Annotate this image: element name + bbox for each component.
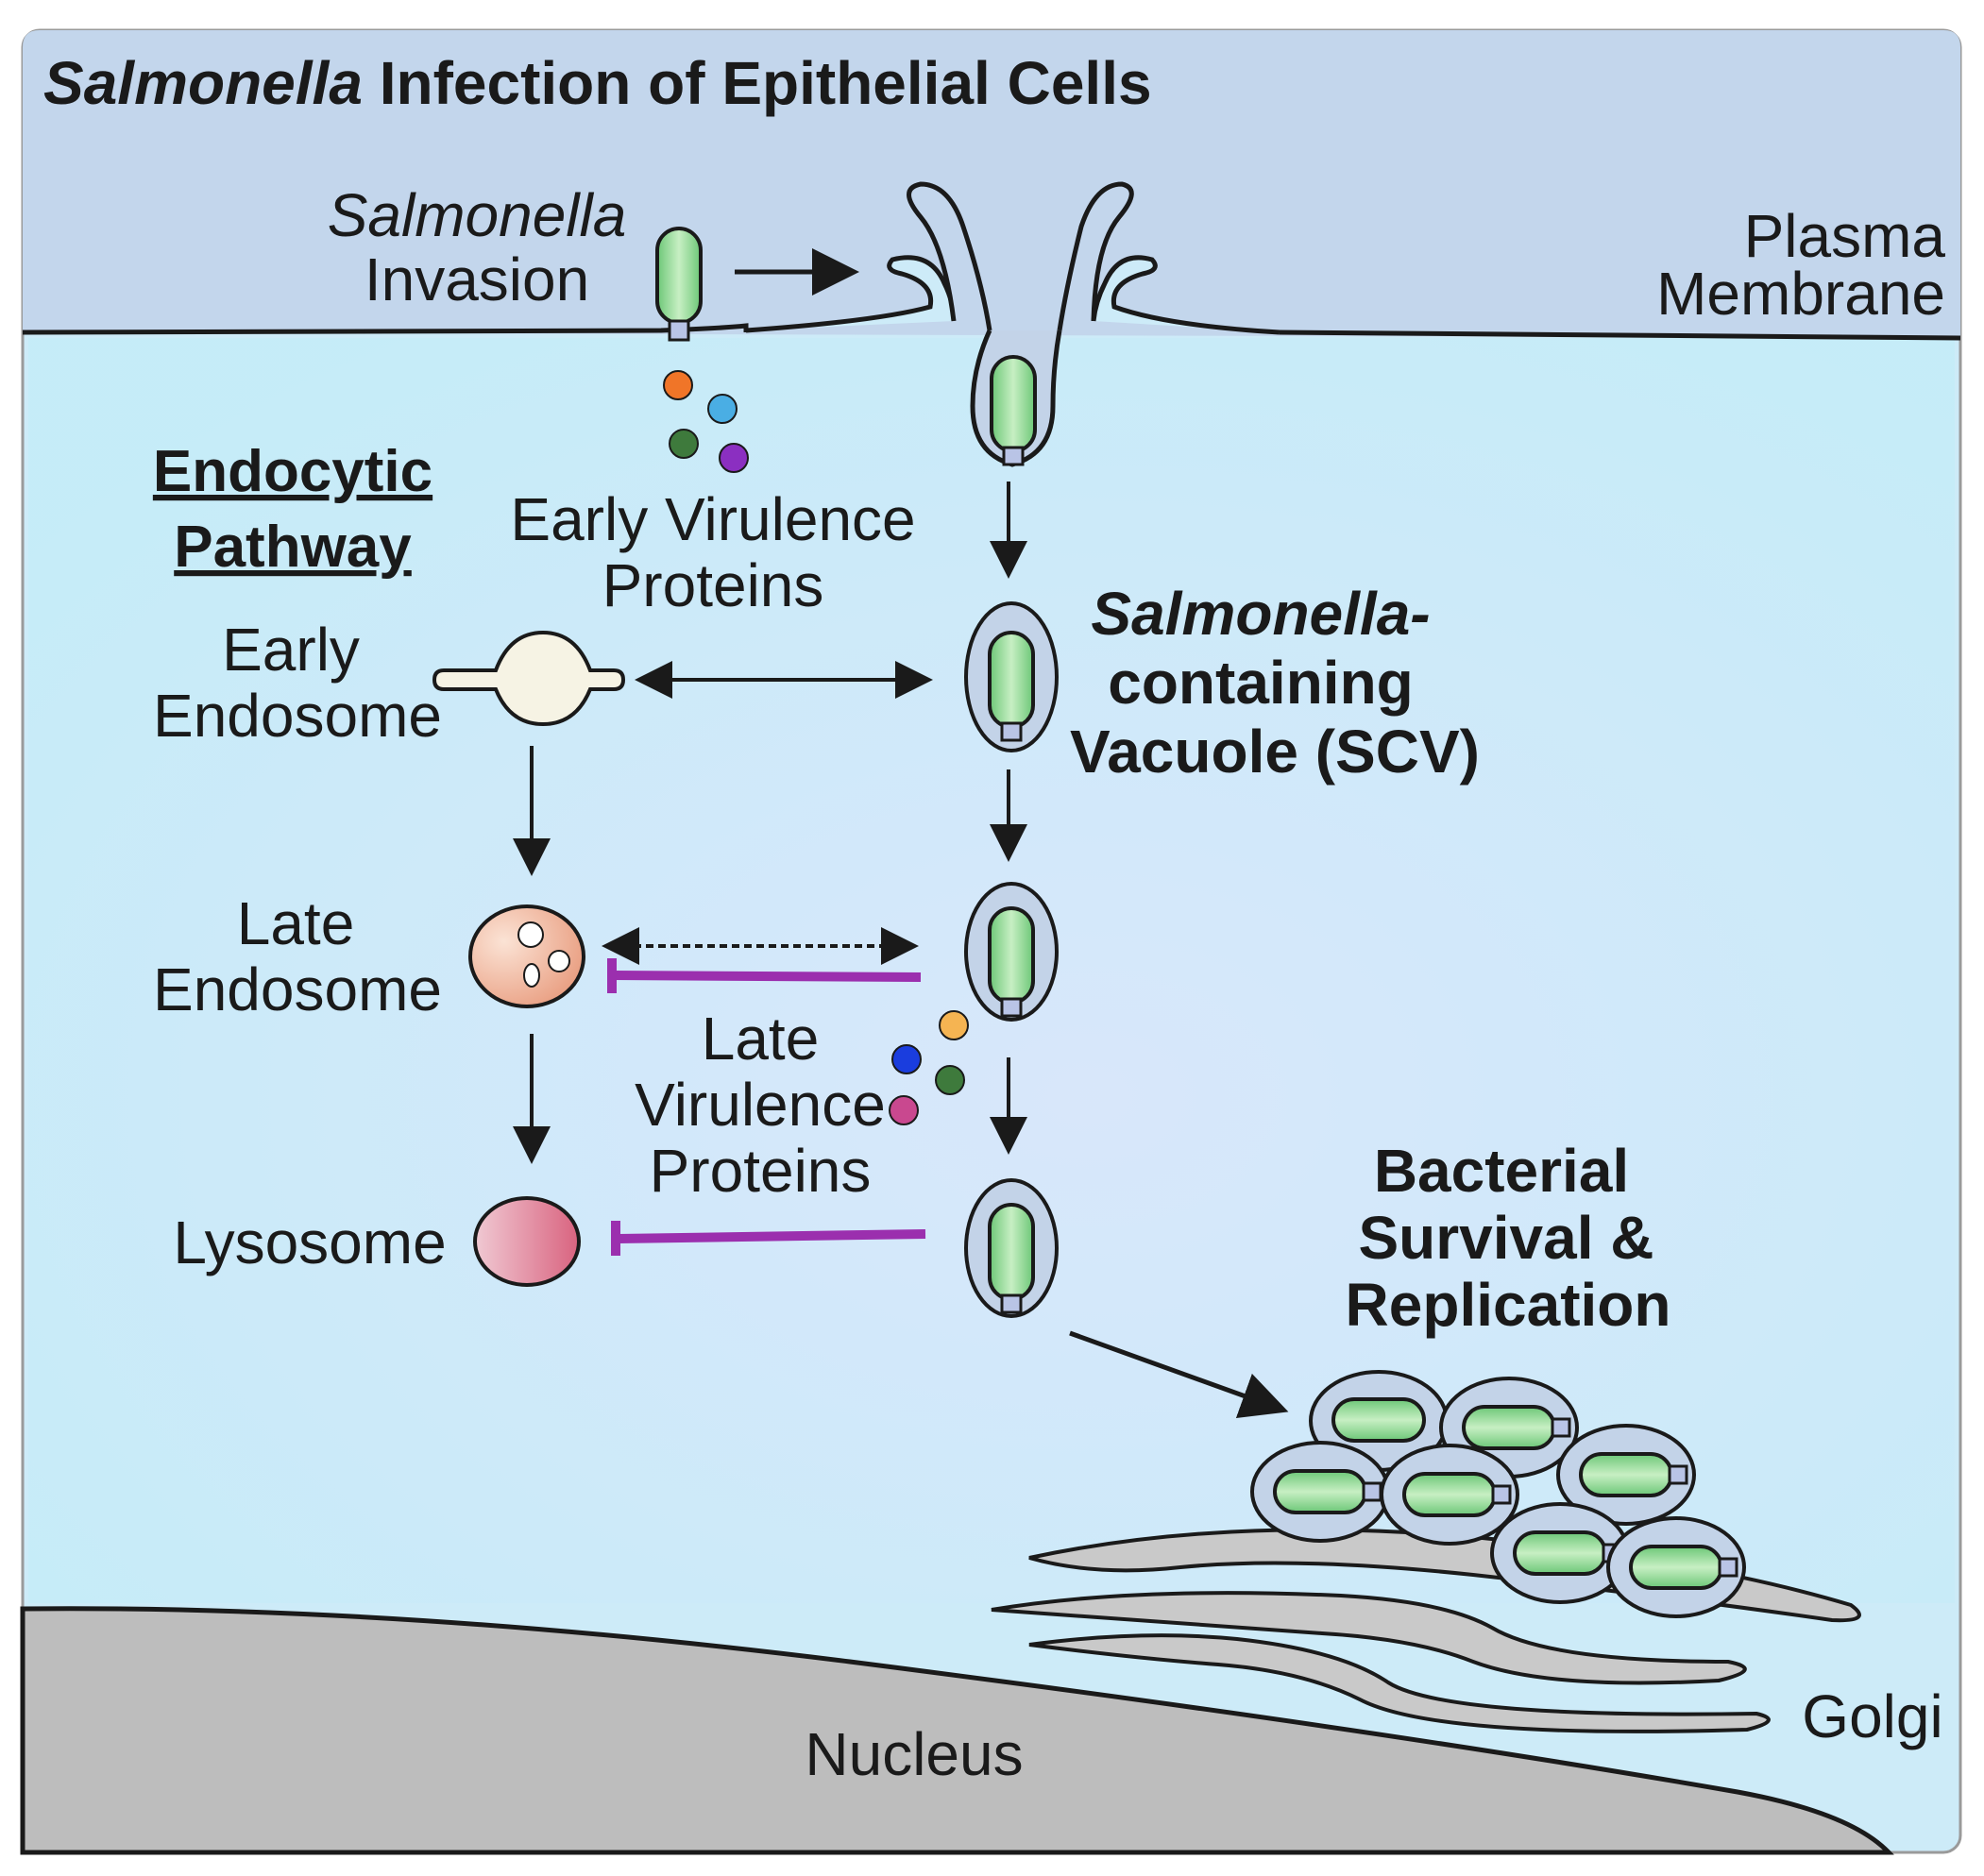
early-endosome-label-2: Endosome [153,682,442,750]
salmonella-invasion-label-2: Invasion [365,245,589,313]
endocytic-pathway-label-1: Endocytic [153,439,432,504]
replicating-scv-cluster [1250,1370,1746,1618]
early-endosome-shape [432,630,626,727]
replicating-scv [1250,1441,1390,1543]
bacterial-survival-label-3: Replication [1346,1271,1671,1339]
bacterial-survival-label-2: Survival & [1358,1204,1653,1272]
salmonella-invasion-label-1: Salmonella [328,181,627,249]
scv-middle [964,882,1059,1022]
bacterium-extracellular [655,227,703,342]
early-virulence-label-2: Proteins [602,551,824,619]
late-virulence-proteins-dots [889,1010,969,1125]
replicating-scv [1556,1424,1696,1526]
nucleus-label: Nucleus [805,1720,1023,1788]
pathway-arrows [513,248,1289,1418]
plasma-membrane [22,323,749,335]
bacterium-entering [990,355,1037,466]
late-virulence-label-1: Late [702,1005,820,1073]
endocytic-pathway-label-2: Pathway [174,515,412,580]
early-virulence-proteins-dots [663,370,749,473]
replicating-scv [1490,1502,1630,1604]
nucleus-region [20,1606,1894,1855]
plasma-membrane-right [1279,330,1961,341]
lysosome-shape [473,1196,581,1287]
plasma-membrane-label-1: Plasma [1744,202,1946,270]
scv-label-3: Vacuole (SCV) [1070,718,1480,786]
scv-early [964,601,1059,752]
diagram-title: Salmonella Infection of Epithelial Cells [43,49,1152,117]
early-endosome-label-1: Early [222,616,360,684]
replicating-scv [1380,1444,1519,1546]
late-endosome-label-1: Late [237,889,355,957]
scv-label-1: Salmonella- [1091,580,1430,648]
late-endosome-shape [468,904,585,1008]
scv-late [964,1178,1059,1318]
late-virulence-label-3: Proteins [650,1137,872,1205]
golgi-label: Golgi [1802,1682,1942,1750]
scv-label-2: containing [1108,649,1414,717]
lysosome-label: Lysosome [173,1208,446,1276]
late-endosome-label-2: Endosome [153,955,442,1023]
plasma-membrane-label-2: Membrane [1656,260,1945,328]
late-virulence-label-2: Virulence [635,1071,886,1139]
title-rest: Infection of Epithelial Cells [363,49,1152,117]
golgi-apparatus [991,1528,1861,1733]
title-italic: Salmonella [43,49,363,117]
replicating-scv [1606,1516,1746,1618]
bacterial-survival-label-1: Bacterial [1374,1137,1629,1205]
early-virulence-label-1: Early Virulence [510,485,915,553]
inhibition-lines [607,958,926,1256]
